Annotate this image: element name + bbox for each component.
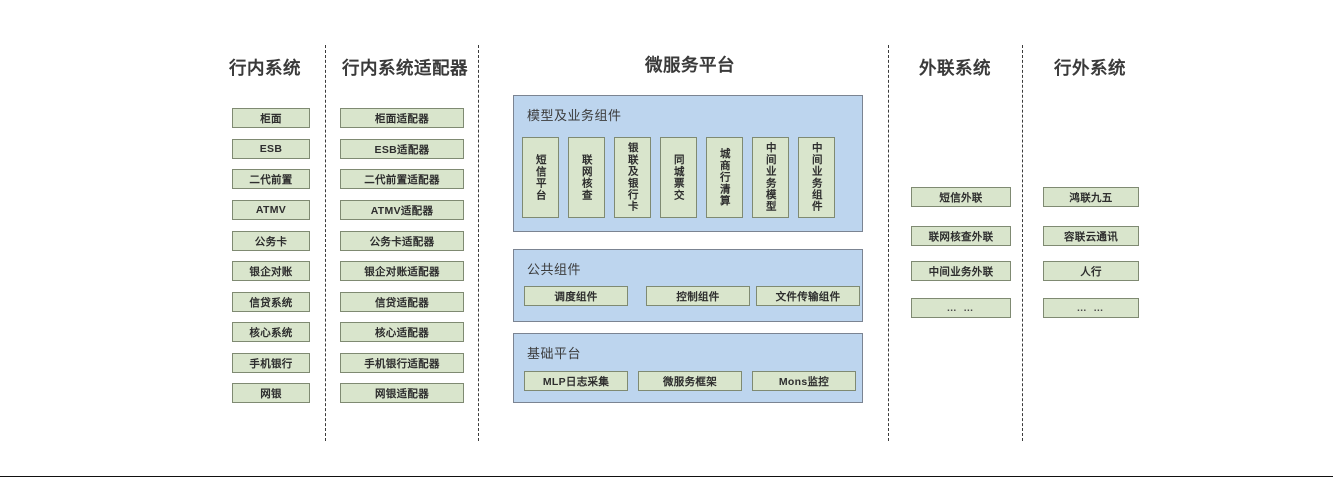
vnode-model-2-label: 联网核查 bbox=[580, 154, 593, 201]
column-title-external-link-systems: 外联系统 bbox=[919, 58, 991, 78]
panel-public-components: 公共组件 bbox=[513, 249, 863, 322]
vnode-model-6-label: 中间业务模型 bbox=[764, 142, 777, 213]
node-internal-8[interactable]: 核心系统 bbox=[232, 322, 310, 342]
panel-title-model-and-business-components: 模型及业务组件 bbox=[527, 108, 622, 123]
node-adapter-8[interactable]: 核心适配器 bbox=[340, 322, 464, 342]
node-basic-3[interactable]: Mons监控 bbox=[752, 371, 856, 391]
node-internal-3[interactable]: 二代前置 bbox=[232, 169, 310, 189]
node-external-1[interactable]: 短信外联 bbox=[911, 187, 1011, 207]
vnode-model-3[interactable]: 银联及银行卡 bbox=[614, 137, 651, 218]
node-offbank-1[interactable]: 鸿联九五 bbox=[1043, 187, 1139, 207]
node-adapter-4[interactable]: ATMV适配器 bbox=[340, 200, 464, 220]
node-adapter-9[interactable]: 手机银行适配器 bbox=[340, 353, 464, 373]
panel-basic-platform: 基础平台 bbox=[513, 333, 863, 403]
column-title-off-bank-systems: 行外系统 bbox=[1054, 58, 1126, 78]
node-internal-5[interactable]: 公务卡 bbox=[232, 231, 310, 251]
node-adapter-10[interactable]: 网银适配器 bbox=[340, 383, 464, 403]
node-internal-1[interactable]: 柜面 bbox=[232, 108, 310, 128]
vnode-model-7-label: 中间业务组件 bbox=[810, 142, 823, 213]
node-adapter-7[interactable]: 信贷适配器 bbox=[340, 292, 464, 312]
vnode-model-1-label: 短信平台 bbox=[534, 154, 547, 201]
column-title-microservice-platform: 微服务平台 bbox=[645, 55, 735, 75]
column-divider-1 bbox=[325, 45, 326, 441]
node-internal-7[interactable]: 信贷系统 bbox=[232, 292, 310, 312]
node-external-4[interactable]: … … bbox=[911, 298, 1011, 318]
node-offbank-3[interactable]: 人行 bbox=[1043, 261, 1139, 281]
column-divider-4 bbox=[1022, 45, 1023, 441]
panel-title-public-components: 公共组件 bbox=[527, 262, 582, 277]
vnode-model-7[interactable]: 中间业务组件 bbox=[798, 137, 835, 218]
bottom-divider-rule bbox=[0, 476, 1333, 477]
node-internal-2[interactable]: ESB bbox=[232, 139, 310, 159]
node-offbank-4[interactable]: … … bbox=[1043, 298, 1139, 318]
node-public-1[interactable]: 调度组件 bbox=[524, 286, 628, 306]
vnode-model-5-label: 城商行清算 bbox=[718, 148, 731, 207]
node-internal-9[interactable]: 手机银行 bbox=[232, 353, 310, 373]
node-internal-4[interactable]: ATMV bbox=[232, 200, 310, 220]
node-adapter-6[interactable]: 银企对账适配器 bbox=[340, 261, 464, 281]
vnode-model-3-label: 银联及银行卡 bbox=[626, 142, 639, 213]
column-title-internal-system-adapters: 行内系统适配器 bbox=[342, 58, 468, 78]
node-basic-1[interactable]: MLP日志采集 bbox=[524, 371, 628, 391]
node-internal-10[interactable]: 网银 bbox=[232, 383, 310, 403]
node-offbank-2[interactable]: 容联云通讯 bbox=[1043, 226, 1139, 246]
node-adapter-1[interactable]: 柜面适配器 bbox=[340, 108, 464, 128]
vnode-model-5[interactable]: 城商行清算 bbox=[706, 137, 743, 218]
panel-title-basic-platform: 基础平台 bbox=[527, 346, 582, 361]
node-basic-2[interactable]: 微服务框架 bbox=[638, 371, 742, 391]
column-divider-3 bbox=[888, 45, 889, 441]
node-internal-6[interactable]: 银企对账 bbox=[232, 261, 310, 281]
column-divider-2 bbox=[478, 45, 479, 441]
node-adapter-2[interactable]: ESB适配器 bbox=[340, 139, 464, 159]
vnode-model-2[interactable]: 联网核查 bbox=[568, 137, 605, 218]
node-public-3[interactable]: 文件传输组件 bbox=[756, 286, 860, 306]
vnode-model-1[interactable]: 短信平台 bbox=[522, 137, 559, 218]
node-external-3[interactable]: 中间业务外联 bbox=[911, 261, 1011, 281]
column-title-internal-systems: 行内系统 bbox=[229, 58, 301, 78]
node-adapter-3[interactable]: 二代前置适配器 bbox=[340, 169, 464, 189]
node-external-2[interactable]: 联网核查外联 bbox=[911, 226, 1011, 246]
vnode-model-6[interactable]: 中间业务模型 bbox=[752, 137, 789, 218]
vnode-model-4-label: 同城票交 bbox=[672, 154, 685, 201]
node-public-2[interactable]: 控制组件 bbox=[646, 286, 750, 306]
vnode-model-4[interactable]: 同城票交 bbox=[660, 137, 697, 218]
node-adapter-5[interactable]: 公务卡适配器 bbox=[340, 231, 464, 251]
